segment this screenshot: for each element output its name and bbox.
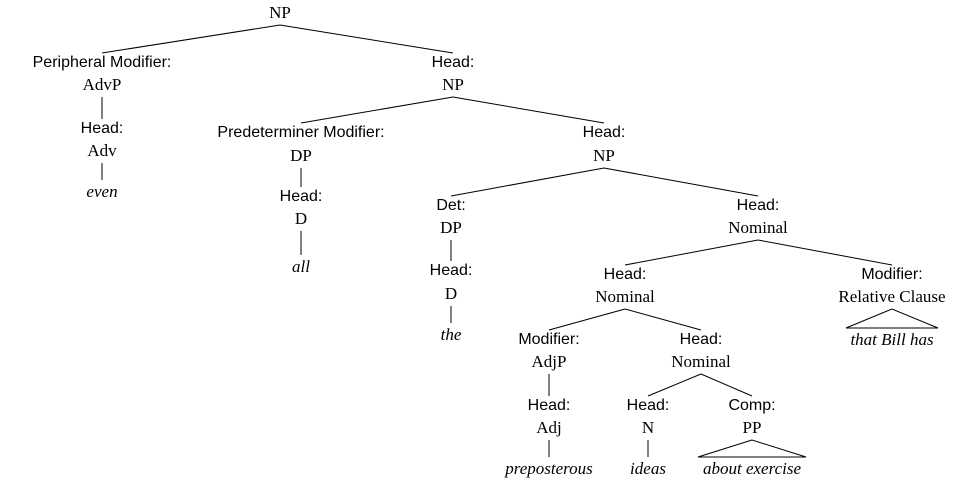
function-label-np_head2: Head: bbox=[582, 124, 626, 141]
function-label-nom2: Head: bbox=[603, 266, 647, 283]
function-label-adv: Head: bbox=[80, 120, 124, 137]
triangle-edge-w_about bbox=[697, 439, 807, 458]
function-label-n: Head: bbox=[626, 397, 670, 414]
category-label-adv: Adv bbox=[87, 141, 117, 160]
function-label-adj: Head: bbox=[527, 397, 571, 414]
edge-adjp bbox=[548, 308, 626, 331]
function-label-dp_det: Det: bbox=[436, 197, 466, 214]
function-label-dp_predet: Predeterminer Modifier: bbox=[217, 124, 385, 141]
function-label-d_the: Head: bbox=[429, 262, 473, 279]
category-label-np_head1: NP bbox=[442, 75, 464, 94]
category-label-nom3: Nominal bbox=[671, 352, 731, 371]
category-label-n: N bbox=[641, 418, 655, 437]
category-label-advp: AdvP bbox=[82, 75, 122, 94]
function-label-advp: Peripheral Modifier: bbox=[32, 54, 172, 71]
function-label-d_all: Head: bbox=[279, 188, 323, 205]
edge-nom1 bbox=[603, 167, 759, 197]
function-label-adjp: Modifier: bbox=[518, 331, 580, 348]
triangle-edge-w_relcl bbox=[845, 308, 939, 329]
function-label-np_head1: Head: bbox=[431, 54, 475, 71]
edge-dp_predet bbox=[300, 96, 454, 124]
edge-pp bbox=[700, 373, 753, 397]
function-label-nom1: Head: bbox=[736, 197, 780, 214]
leaf-word-w_ideas: ideas bbox=[630, 459, 666, 478]
category-label-relcl: Relative Clause bbox=[838, 287, 946, 306]
category-label-dp_det: DP bbox=[440, 218, 462, 237]
edge-nom3 bbox=[624, 308, 702, 331]
category-label-adjp: AdjP bbox=[531, 352, 567, 371]
leaf-word-w_all: all bbox=[292, 257, 310, 276]
category-label-np_head2: NP bbox=[593, 146, 615, 165]
category-label-pp: PP bbox=[742, 418, 762, 437]
category-label-adj: Adj bbox=[536, 418, 562, 437]
edge-dp_det bbox=[450, 167, 605, 197]
leaf-word-w_even: even bbox=[86, 182, 118, 201]
edge-nom2 bbox=[624, 239, 759, 266]
category-label-dp_predet: DP bbox=[290, 146, 312, 165]
category-label-np_root: NP bbox=[269, 3, 291, 22]
category-label-d_all: D bbox=[294, 209, 308, 228]
edge-relcl bbox=[757, 239, 893, 266]
category-label-nom2: Nominal bbox=[595, 287, 655, 306]
leaf-word-w_the: the bbox=[440, 325, 462, 344]
leaf-word-w_relcl: that Bill has bbox=[850, 330, 934, 349]
edge-advp bbox=[101, 24, 281, 54]
leaf-word-w_about: about exercise bbox=[702, 459, 802, 478]
function-label-nom3: Head: bbox=[679, 331, 723, 348]
category-label-nom1: Nominal bbox=[728, 218, 788, 237]
function-label-pp: Comp: bbox=[728, 397, 776, 414]
edge-np_head2 bbox=[452, 96, 605, 124]
edge-np_head1 bbox=[279, 24, 454, 54]
function-label-relcl: Modifier: bbox=[861, 266, 923, 283]
leaf-word-w_preposterous: preposterous bbox=[505, 459, 593, 478]
category-label-d_the: D bbox=[444, 284, 458, 303]
edge-n bbox=[647, 373, 702, 397]
